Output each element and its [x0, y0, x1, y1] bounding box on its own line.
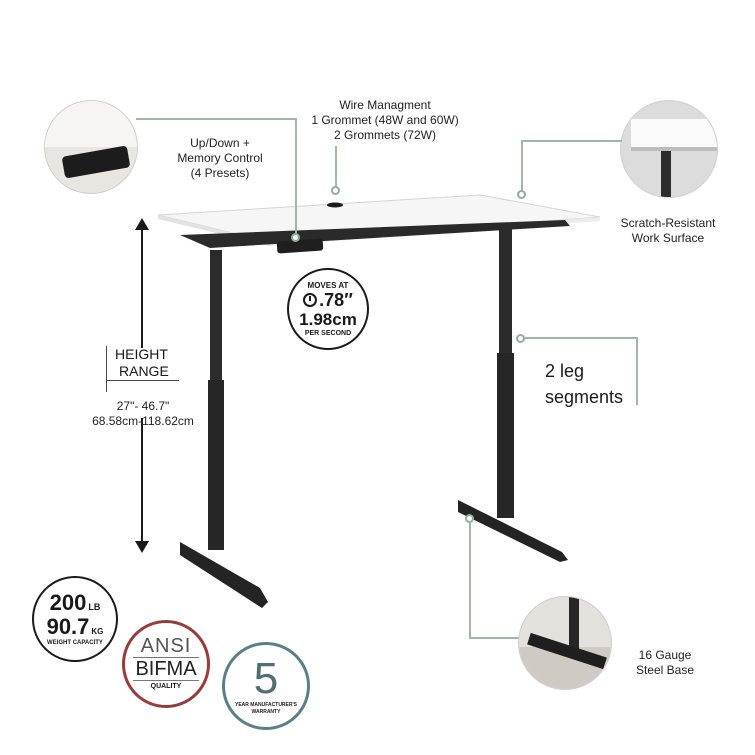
- base-line1: 16 Gauge: [638, 648, 692, 662]
- speed-badge: MOVES AT .78″ 1.98cm PER SECOND: [287, 268, 369, 350]
- control-line2: Memory Control: [177, 151, 263, 165]
- speed-inches: .78″: [319, 289, 353, 310]
- ansi-line1: ANSI: [140, 635, 192, 657]
- weight-capacity-badge: 200 LB 90.7 KG WEIGHT CAPACITY: [32, 576, 118, 662]
- capacity-kg-unit: KG: [91, 627, 104, 636]
- control-line3: (4 Presets): [190, 166, 250, 180]
- legs-line1: 2 leg: [545, 361, 585, 381]
- desk-illustration: [150, 190, 610, 630]
- scratch-line1: Scratch-Resistant: [620, 216, 716, 230]
- base-thumbnail: [518, 596, 612, 690]
- warranty-badge: 5 YEAR MANUFACTURER'S WARRANTY: [222, 642, 310, 730]
- height-range-bracket: HEIGHT RANGE: [106, 346, 179, 392]
- height-range-inches: 27"- 46.7": [116, 399, 170, 413]
- speed-cm: 1.98cm: [299, 309, 357, 329]
- warranty-caption-line2: WARRANTY: [251, 709, 281, 715]
- base-callout: 16 Gauge Steel Base: [620, 648, 710, 678]
- height-label-line1: HEIGHT: [115, 346, 168, 362]
- capacity-lb-value: 200: [49, 590, 87, 615]
- scratch-line2: Work Surface: [631, 231, 705, 245]
- surface-thumbnail: [620, 100, 718, 198]
- capacity-lb-unit: LB: [88, 602, 101, 612]
- wire-title: Wire Managment: [339, 98, 431, 112]
- legs-line2: segments: [545, 387, 624, 407]
- capacity-kg-value: 90.7: [46, 614, 90, 639]
- control-thumbnail: [44, 100, 138, 194]
- speed-bottom: PER SECOND: [304, 329, 352, 337]
- wire-line1: 1 Grommet (48W and 60W): [311, 113, 459, 127]
- control-panel: [276, 238, 324, 254]
- speed-top: MOVES AT: [307, 280, 349, 290]
- ansi-bifma-badge: ANSI BIFMA QUALITY: [122, 620, 210, 708]
- capacity-caption: WEIGHT CAPACITY: [47, 640, 103, 646]
- warranty-caption-line1: YEAR MANUFACTURER'S: [234, 702, 298, 708]
- base-line2: Steel Base: [635, 663, 695, 677]
- control-keypad: [61, 145, 131, 179]
- control-callout: Up/Down + Memory Control (4 Presets): [150, 136, 290, 181]
- legs-callout: 2 leg segments: [545, 358, 635, 410]
- height-range-cm: 68.58cm-118.62cm: [92, 414, 194, 428]
- desk-drawing: [157, 194, 601, 608]
- wire-callout: Wire Managment 1 Grommet (48W and 60W) 2…: [300, 98, 470, 143]
- scratch-callout: Scratch-Resistant Work Surface: [606, 216, 730, 246]
- grommet: [327, 202, 343, 208]
- ansi-line2: BIFMA: [133, 657, 199, 681]
- height-arrow: [134, 218, 150, 553]
- stopwatch-icon: [303, 292, 318, 307]
- control-line1: Up/Down +: [190, 136, 250, 150]
- ansi-caption: QUALITY: [150, 683, 182, 690]
- warranty-years: 5: [253, 654, 279, 703]
- height-label-line2: RANGE: [107, 363, 179, 381]
- wire-line2: 2 Grommets (72W): [333, 128, 436, 142]
